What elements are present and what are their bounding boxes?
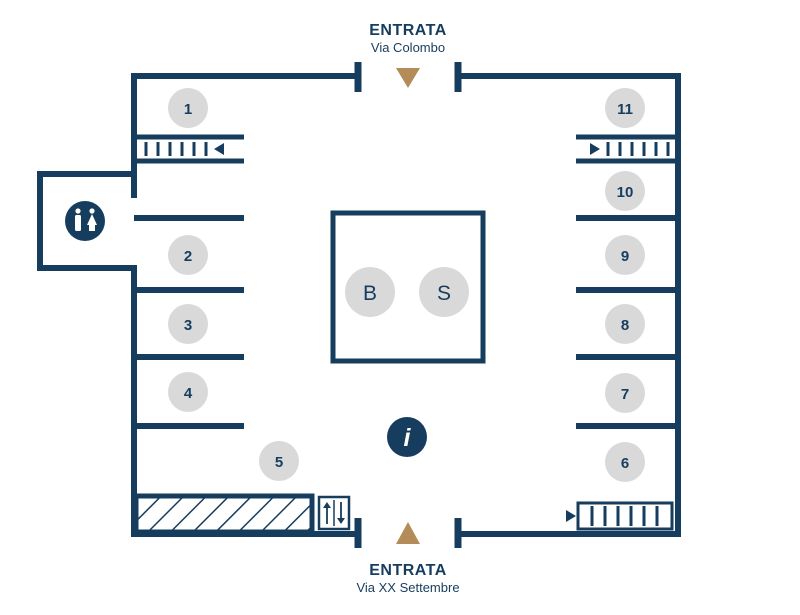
stall-number: 11 [617,101,633,118]
stairs-bottom-right-arrow-icon [566,510,576,522]
stairs-top-right-arrow-icon [590,143,600,155]
left-dividers [134,215,244,429]
stall-4[interactable]: 4 [168,372,208,412]
info-glyph: i [404,424,412,452]
hatched-area [133,493,315,535]
door-jambs [354,62,462,548]
stall-5[interactable]: 5 [259,441,299,481]
stall-11[interactable]: 11 [605,88,645,128]
stall-6[interactable]: 6 [605,442,645,482]
entrance-bottom-label: ENTRATA Via XX Settembre [288,562,528,596]
stairs-top-left-arrow-icon [214,143,224,155]
right-dividers [576,215,678,429]
stall-2[interactable]: 2 [168,235,208,275]
stall-number: 1 [184,101,192,118]
stall-number: 8 [621,317,629,334]
stall-number: 9 [621,248,629,265]
stall-number: 2 [184,248,192,265]
stall-number: 10 [617,184,634,201]
restroom-icon[interactable] [65,201,105,241]
entrance-bottom-arrow [396,522,420,544]
stall-number: 3 [184,317,192,334]
stairs-bottom-right [566,501,674,531]
stall-8[interactable]: 8 [605,304,645,344]
info-icon[interactable]: i [387,417,427,457]
entrance-bottom-street: Via XX Settembre [356,580,460,595]
kiosk-b-label: B [363,282,377,305]
stall-number: 4 [184,385,193,402]
entrance-top-arrow [396,68,420,88]
elevator-icon [317,495,351,531]
stall-7[interactable]: 7 [605,373,645,413]
entrance-top-label: ENTRATA Via Colombo [288,22,528,56]
kiosk-s-label: S [437,282,451,305]
stairs-top-left [134,134,244,164]
stall-3[interactable]: 3 [168,304,208,344]
stairs-top-right [576,134,678,164]
stall-1[interactable]: 1 [168,88,208,128]
stall-number: 5 [275,454,283,471]
entrance-bottom-title: ENTRATA [369,562,447,579]
stall-9[interactable]: 9 [605,235,645,275]
entrance-top-title: ENTRATA [369,22,447,39]
kiosk-s[interactable]: S [419,267,469,317]
stall-10[interactable]: 10 [605,171,645,211]
stall-number: 7 [621,386,629,403]
entrance-top-street: Via Colombo [370,40,446,55]
kiosk-b[interactable]: B [345,267,395,317]
stall-number: 6 [621,455,629,472]
